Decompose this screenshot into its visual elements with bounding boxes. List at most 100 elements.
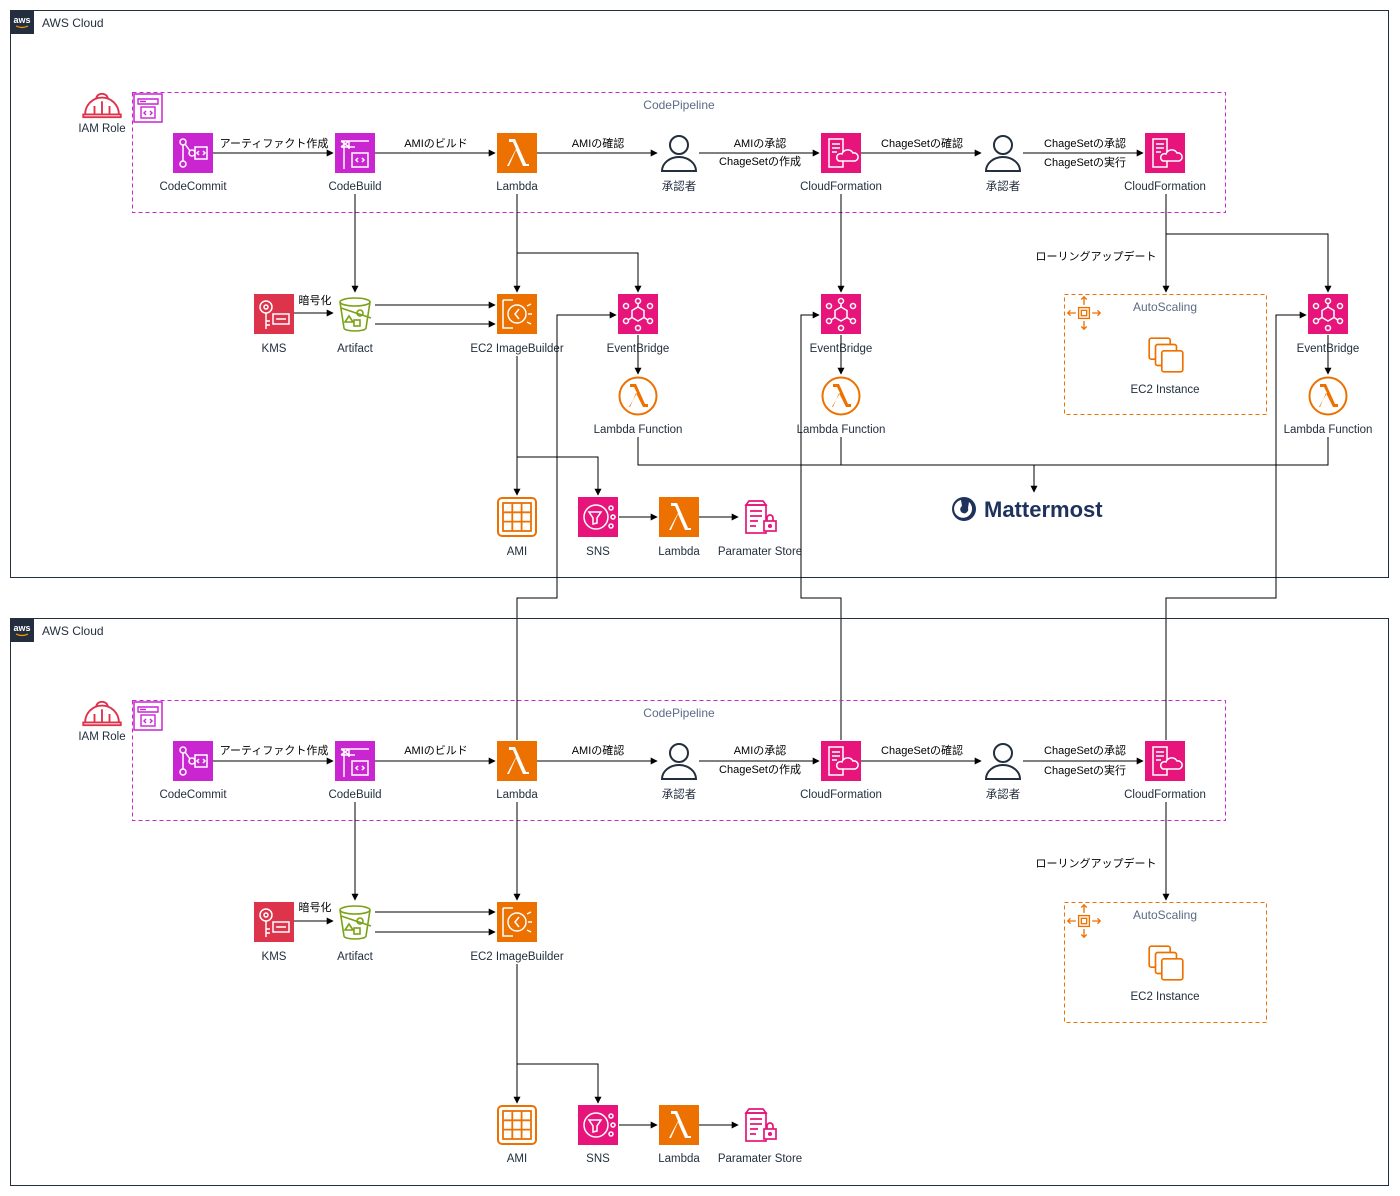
ami-label: AMI: [507, 1153, 527, 1165]
ami-label: AMI: [507, 546, 527, 558]
autoscaling-icon: [1067, 904, 1101, 938]
iam-role-label: IAM Role: [78, 731, 125, 743]
cloudformation-label: CloudFormation: [1124, 181, 1206, 193]
eventbridge-label: EventBridge: [607, 343, 670, 355]
lambda-function-label: Lambda Function: [797, 424, 886, 436]
codepipeline-label: CodePipeline: [643, 706, 715, 720]
edge-label-changeset-execute: ChageSetの実行: [1044, 155, 1126, 169]
lambda-icon: [659, 1105, 699, 1145]
edge-label-ami-approve: AMIの承認: [734, 136, 787, 150]
lambda-label: Lambda: [496, 789, 538, 801]
lambda-function-label: Lambda Function: [594, 424, 683, 436]
ec2-instance-icon: [1148, 945, 1184, 981]
artifact-label: Artifact: [337, 951, 374, 963]
edge-label-changeset-approve: ChageSetの承認: [1044, 136, 1126, 150]
codepipeline-icon: [133, 701, 163, 731]
lambda-icon: [659, 497, 699, 537]
cloudformation-label: CloudFormation: [800, 789, 882, 801]
sns-label: SNS: [586, 546, 610, 558]
edge-cfn2-eventbridge3: [1166, 233, 1332, 293]
aws-cloud-panel-2: AWS Cloud CodePipeline IAM Role アーティファクト…: [10, 618, 1389, 1186]
edge-label-artifact-create: アーティファクト作成: [220, 137, 329, 150]
cloudformation-icon: [821, 133, 861, 173]
cloudformation-icon: [1145, 133, 1185, 173]
kms-icon: [254, 294, 294, 334]
cloudformation-icon: [1145, 741, 1185, 781]
edge-lambdafns-mattermost: [637, 437, 1329, 492]
lambda-function-icon: [821, 376, 861, 416]
cloudformation-label: CloudFormation: [800, 181, 882, 193]
kms-label: KMS: [262, 951, 287, 963]
parameter-store-icon: [745, 1108, 777, 1142]
edge-label-changeset-check: ChageSetの確認: [881, 136, 963, 150]
codebuild-label: CodeBuild: [328, 789, 381, 801]
imagebuilder-icon: [497, 294, 537, 334]
codepipeline-group-1: [132, 92, 1226, 213]
ec2-instance-icon: [1148, 337, 1184, 373]
user-icon: [985, 135, 1021, 172]
imagebuilder-label: EC2 ImageBuilder: [470, 951, 563, 963]
approver-label: 承認者: [662, 179, 697, 193]
autoscaling-group-1: [1064, 294, 1267, 415]
edge-imagebuilder-sns: [517, 456, 602, 496]
imagebuilder-icon: [497, 902, 537, 942]
lambda-function-icon: [618, 376, 658, 416]
edge-p2lambda-eventbridge: [516, 311, 617, 740]
autoscaling-label: AutoScaling: [1133, 908, 1197, 922]
cloudformation-label: CloudFormation: [1124, 789, 1206, 801]
codepipeline-icon: [133, 93, 163, 123]
lambda-icon: [497, 133, 537, 173]
approver-label: 承認者: [662, 787, 697, 801]
codecommit-label: CodeCommit: [159, 789, 227, 801]
cloudformation-icon: [821, 741, 861, 781]
aws-cloud-group-2: [10, 618, 1389, 1186]
edge-label-ami-check: AMIの確認: [572, 743, 625, 757]
aws-cloud-panel-1: AWS Cloud CodePipeline IAM Role: [10, 10, 1389, 578]
edge-lambda-eventbridge: [517, 252, 642, 293]
codecommit-icon: [173, 741, 213, 781]
edge-label-rolling-update: ローリングアップデート: [1036, 856, 1157, 870]
s3-bucket-icon: [339, 297, 372, 332]
aws-cloud-label: AWS Cloud: [42, 16, 104, 30]
edge-label-encrypt: 暗号化: [299, 900, 332, 914]
parameter-store-label: Paramater Store: [718, 1153, 802, 1165]
edge-p2cfn-eventbridge: [800, 311, 842, 740]
user-icon: [661, 743, 697, 780]
mattermost-logo-icon: [952, 497, 976, 521]
kms-icon: [254, 902, 294, 942]
edge-label-changeset-create: ChageSetの作成: [719, 155, 801, 168]
edge-label-changeset-create: ChageSetの作成: [719, 763, 801, 776]
edge-label-changeset-execute: ChageSetの実行: [1044, 763, 1126, 777]
codepipeline-group-2: [132, 700, 1226, 821]
lambda-label: Lambda: [658, 546, 700, 558]
edge-label-ami-build: AMIのビルド: [404, 744, 468, 757]
eventbridge-label: EventBridge: [1297, 343, 1360, 355]
approver-label: 承認者: [986, 787, 1021, 801]
parameter-store-icon: [745, 500, 777, 534]
lambda-function-icon: [1308, 376, 1348, 416]
edge-label-ami-build: AMIのビルド: [404, 137, 468, 150]
lambda-function-label: Lambda Function: [1284, 424, 1373, 436]
kms-label: KMS: [262, 343, 287, 355]
codebuild-label: CodeBuild: [328, 181, 381, 193]
ec2-instance-label: EC2 Instance: [1130, 384, 1199, 396]
codebuild-icon: [335, 741, 375, 781]
edge-label-changeset-check: ChageSetの確認: [881, 743, 963, 757]
eventbridge-label: EventBridge: [810, 343, 873, 355]
artifact-label: Artifact: [337, 343, 374, 355]
parameter-store-label: Paramater Store: [718, 546, 802, 558]
approver-label: 承認者: [986, 179, 1021, 193]
iam-role-icon: [82, 700, 122, 727]
codecommit-label: CodeCommit: [159, 181, 227, 193]
aws-cloud-label: AWS Cloud: [42, 624, 104, 638]
edge-label-ami-approve: AMIの承認: [734, 743, 787, 757]
ami-icon: [497, 1105, 537, 1145]
edge-p2cfn2-eventbridge: [1165, 311, 1307, 740]
edge-label-artifact-create: アーティファクト作成: [220, 744, 329, 757]
user-icon: [661, 135, 697, 172]
lambda-label: Lambda: [658, 1153, 700, 1165]
sns-label: SNS: [586, 1153, 610, 1165]
edge-label-encrypt: 暗号化: [299, 293, 332, 307]
iam-role-icon: [82, 92, 122, 119]
